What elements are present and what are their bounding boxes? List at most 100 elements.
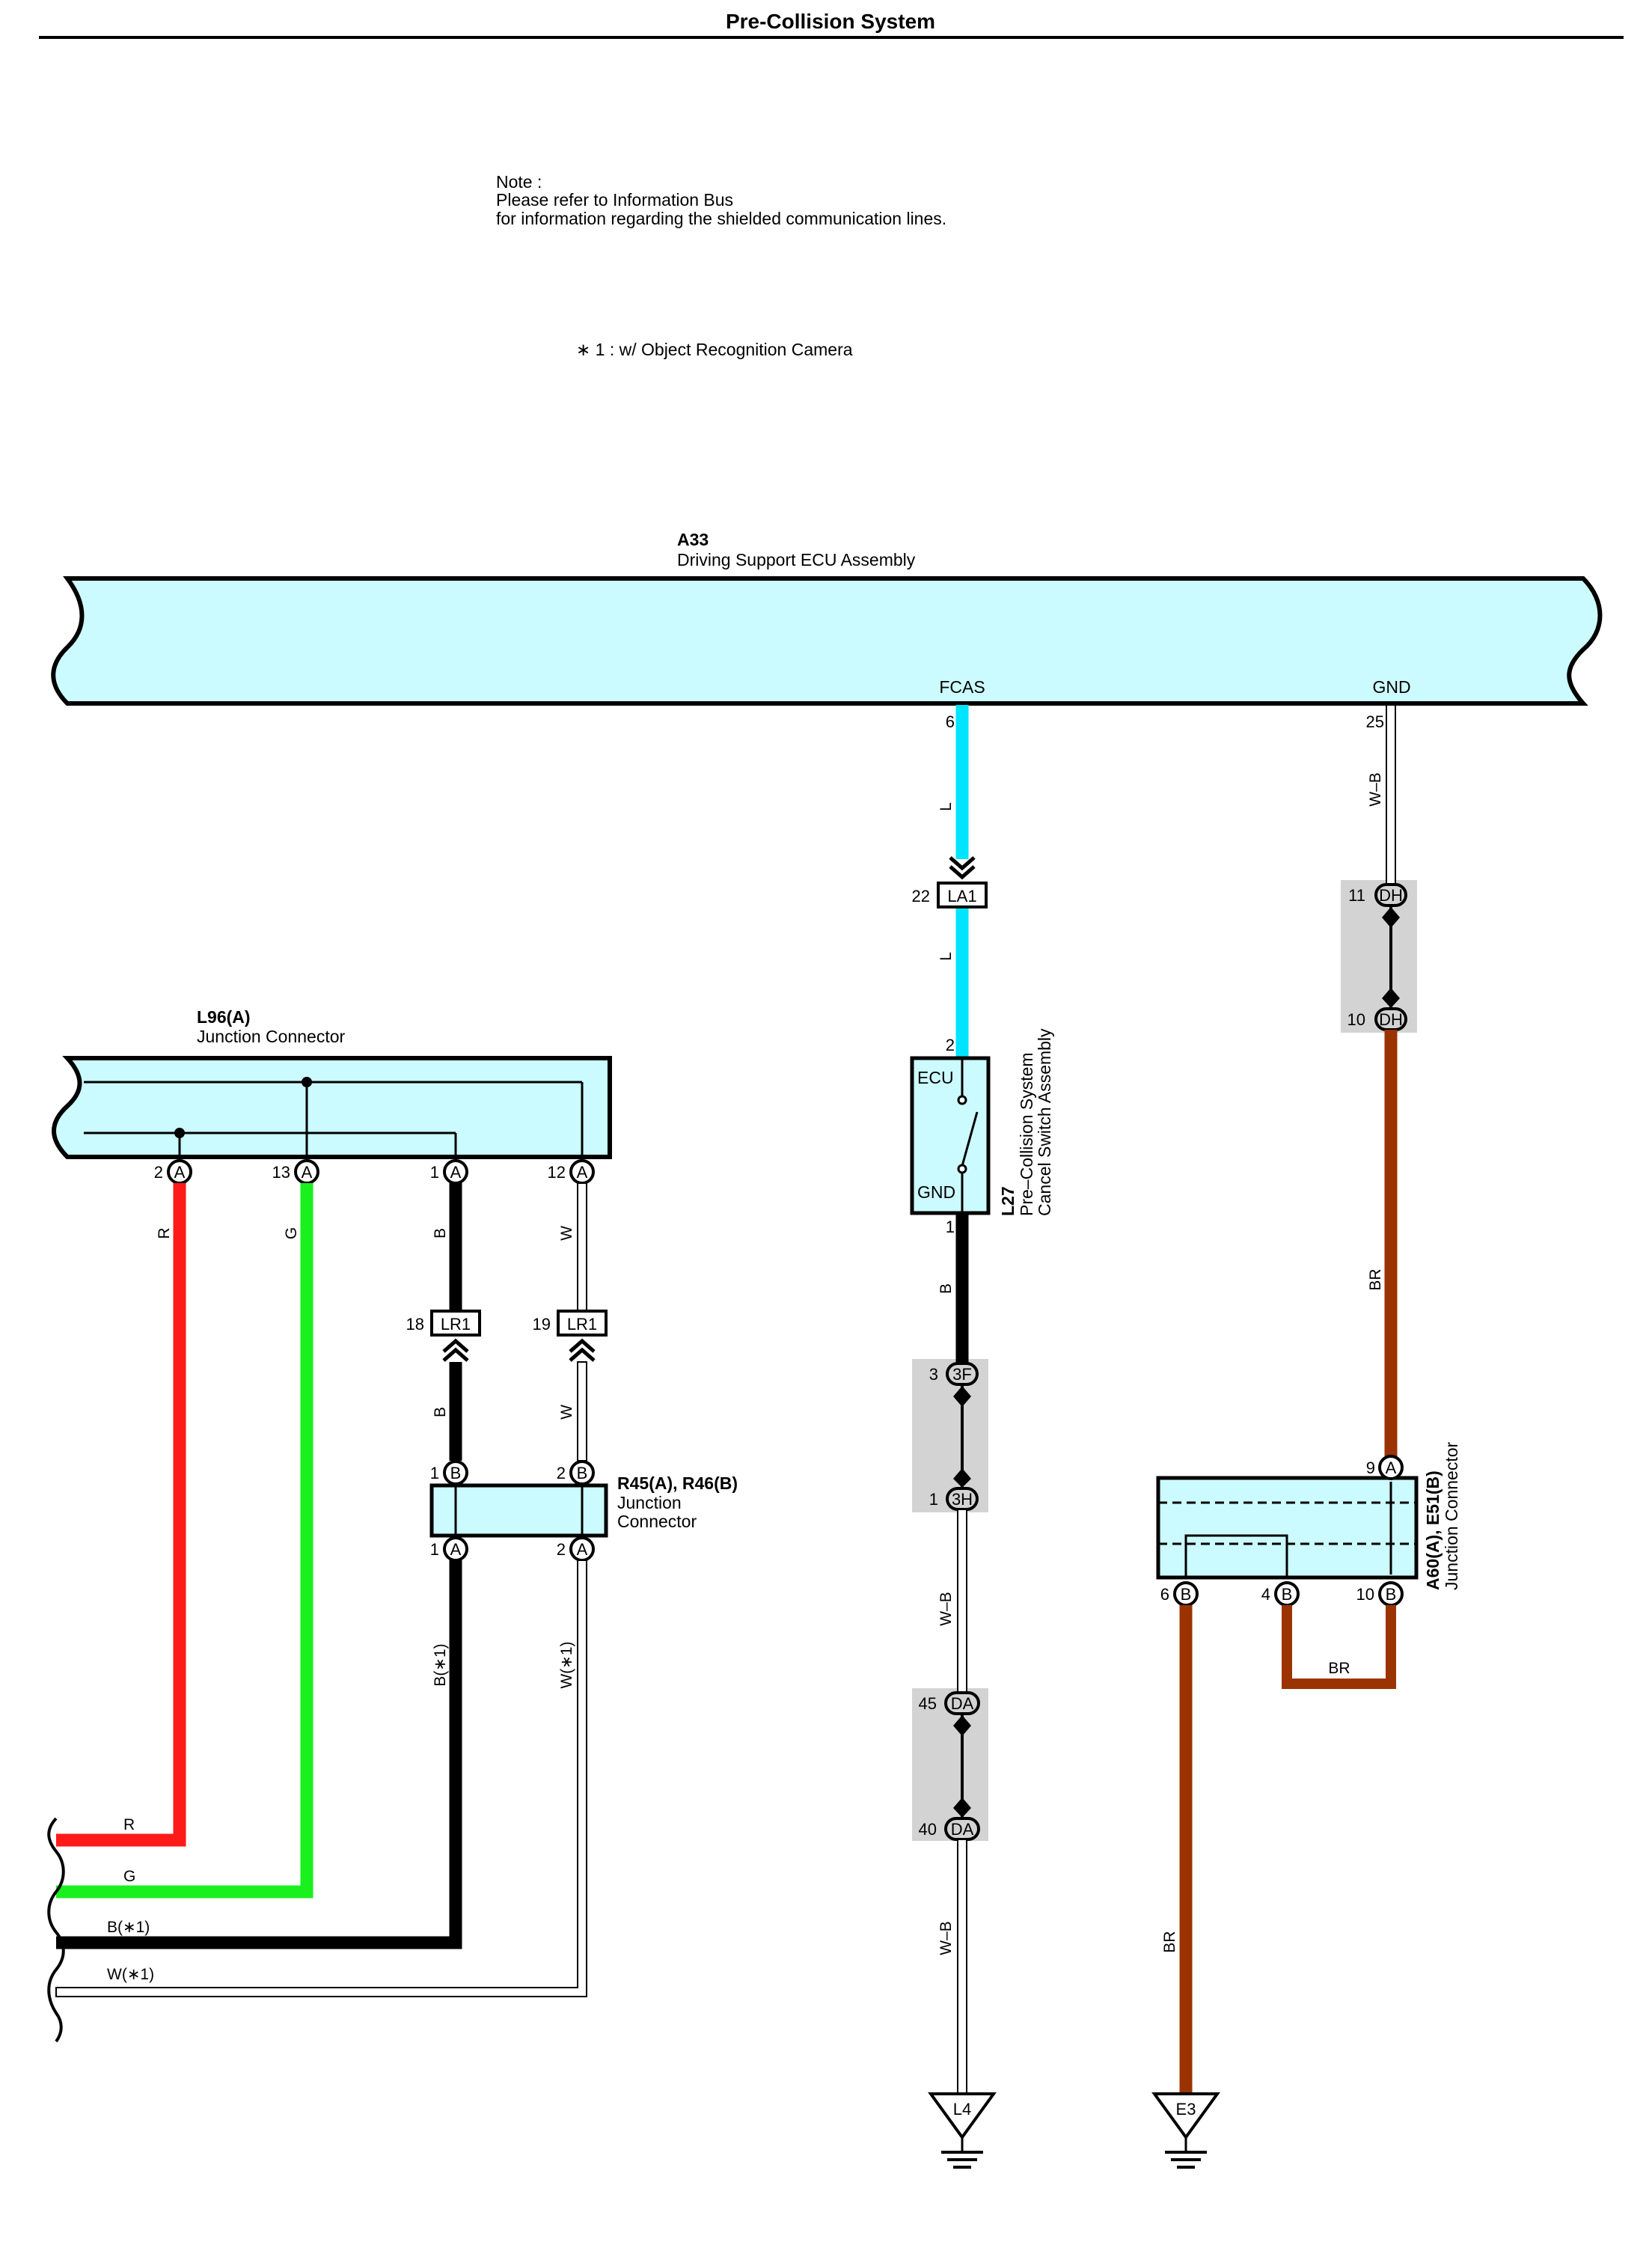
la1-arrow-1 [949,856,976,871]
lr1-b-pin: 18 [406,1315,424,1334]
l96-pin-2: 2 [154,1163,163,1182]
l96-pin-13: 13 [272,1163,290,1182]
switch-name-2: Cancel Switch Assembly [1035,1028,1054,1216]
page-title: Pre-Collision System [726,10,935,33]
ecu-block [51,576,1603,706]
wire-label-b-2: B [432,1407,449,1417]
note-heading: Note : [496,172,542,192]
lr1-w-code: LR1 [567,1315,597,1334]
wire-label-br-gnd: BR [1367,1268,1384,1290]
ground-l4-code: L4 [953,2100,971,2119]
wire-label-l-2: L [937,952,955,961]
wire-label-br-e3: BR [1161,1931,1178,1952]
lr1-w-pin: 19 [533,1315,551,1334]
r46-pin-2: 2 [557,1464,566,1482]
junction-a60-code: A60(A), E51(B) [1423,1470,1443,1590]
footnote: ∗ 1 : w/ Object Recognition Camera [576,340,853,359]
wire-label-b1-horizontal: B(∗1) [107,1919,150,1936]
wire-label-w1-horizontal: W(∗1) [107,1966,154,1983]
note-line-2: for information regarding the shielded c… [496,209,946,228]
e51-pin-6: 6 [1160,1585,1169,1604]
wire-gnd-wb [1386,704,1396,885]
3f-pin: 3 [929,1365,938,1384]
ground-e3-triangle [1151,2092,1220,2140]
lr1-b-connector [430,1310,481,1337]
ground-e3-code: E3 [1176,2100,1196,2119]
dh-top-pin: 11 [1348,886,1365,905]
wire-black-lower [56,1560,462,1949]
r46-letter-2: B [577,1464,588,1482]
junction-r45-name-1: Junction [617,1493,682,1512]
wire-label-wb-mid: W–B [937,1592,955,1626]
l96-letter-12: A [577,1163,588,1182]
lr1-b-code: LR1 [441,1315,471,1334]
da-bottom-code: DA [951,1820,974,1839]
da-top-arrow [953,1715,971,1736]
r46-pin-2-terminal [569,1460,595,1485]
3h-pin: 1 [929,1490,938,1509]
junction-l96-block [52,1056,612,1159]
harness-break-line [47,1817,65,2043]
switch-arm [961,1111,979,1167]
r45-letter-2: A [577,1540,588,1559]
e51-pin-10: 10 [1356,1585,1374,1604]
r46-pin-1-terminal [443,1460,468,1485]
wire-label-b-1: B [432,1228,449,1238]
junction-a60-name: Junction Connector [1442,1441,1461,1590]
r46-letter-1: B [450,1464,462,1482]
da-bottom-arrow [953,1797,971,1818]
3f-code: 3F [952,1365,972,1384]
switch-ecu-label: ECU [917,1068,954,1087]
junction-a60-bus [1184,1534,1288,1577]
wire-label-wb-gnd: W–B [1367,772,1384,807]
note-line-1: Please refer to Information Bus [496,190,733,210]
l96-pin-12: 12 [548,1163,566,1182]
junction-r45-code: R45(A), R46(B) [617,1473,738,1493]
switch-name-1: Pre–Collision System [1017,1052,1036,1216]
da-shade [912,1688,988,1841]
da-bottom-pin: 40 [919,1820,937,1839]
la1-connector [937,882,988,908]
wire-label-w-2: W [558,1405,575,1420]
junction-l96-code: L96(A) [197,1007,251,1027]
r45-letter-1: A [450,1540,462,1559]
lr1-b-arrow-2 [442,1347,469,1362]
e51-letter-6: B [1181,1585,1192,1604]
cancel-switch-block [910,1056,991,1215]
wire-wb-lower [957,1839,967,2095]
switch-contact-bottom [957,1164,967,1174]
wire-red [56,1183,186,1847]
wire-label-g-bottom: G [123,1868,135,1885]
wire-label-w-1: W [558,1226,575,1241]
junction-l96-name: Junction Connector [197,1027,346,1046]
junction-r45-name-2: Connector [617,1512,697,1531]
dh-bottom-pin: 10 [1347,1010,1365,1029]
r45-pin-2: 2 [557,1540,566,1559]
wire-label-br-loop: BR [1328,1660,1350,1677]
switch-contact-top [957,1095,967,1105]
3f-3h-shade [912,1359,988,1512]
da-top-pin: 45 [919,1694,937,1713]
wire-white-mid [577,1361,587,1461]
la1-arrow-2 [949,865,976,880]
wire-white-upper [577,1182,587,1312]
switch-code: L27 [998,1186,1018,1216]
wire-label-r-top: R [156,1227,173,1238]
switch-gnd-label: GND [917,1182,955,1202]
e51-letter-4: B [1282,1585,1293,1604]
a60-top-letter: A [1386,1459,1397,1477]
wire-label-l-1: L [937,802,955,811]
lr1-w-arrow-2 [569,1347,596,1362]
ecu-fcas-pin: 6 [946,712,955,731]
ground-l4-triangle [928,2092,997,2140]
ecu-gnd-label: GND [1372,677,1410,697]
dh-shade [1341,880,1417,1033]
wire-br-loop [1282,1605,1396,1689]
wire-label-g-top: G [283,1227,300,1239]
dh-bottom-code: DH [1379,1010,1403,1029]
r46-pin-1: 1 [430,1464,439,1482]
lr1-w-connector [557,1310,608,1337]
switch-pin-top: 2 [946,1036,955,1054]
wire-white-lower [55,1560,587,1997]
